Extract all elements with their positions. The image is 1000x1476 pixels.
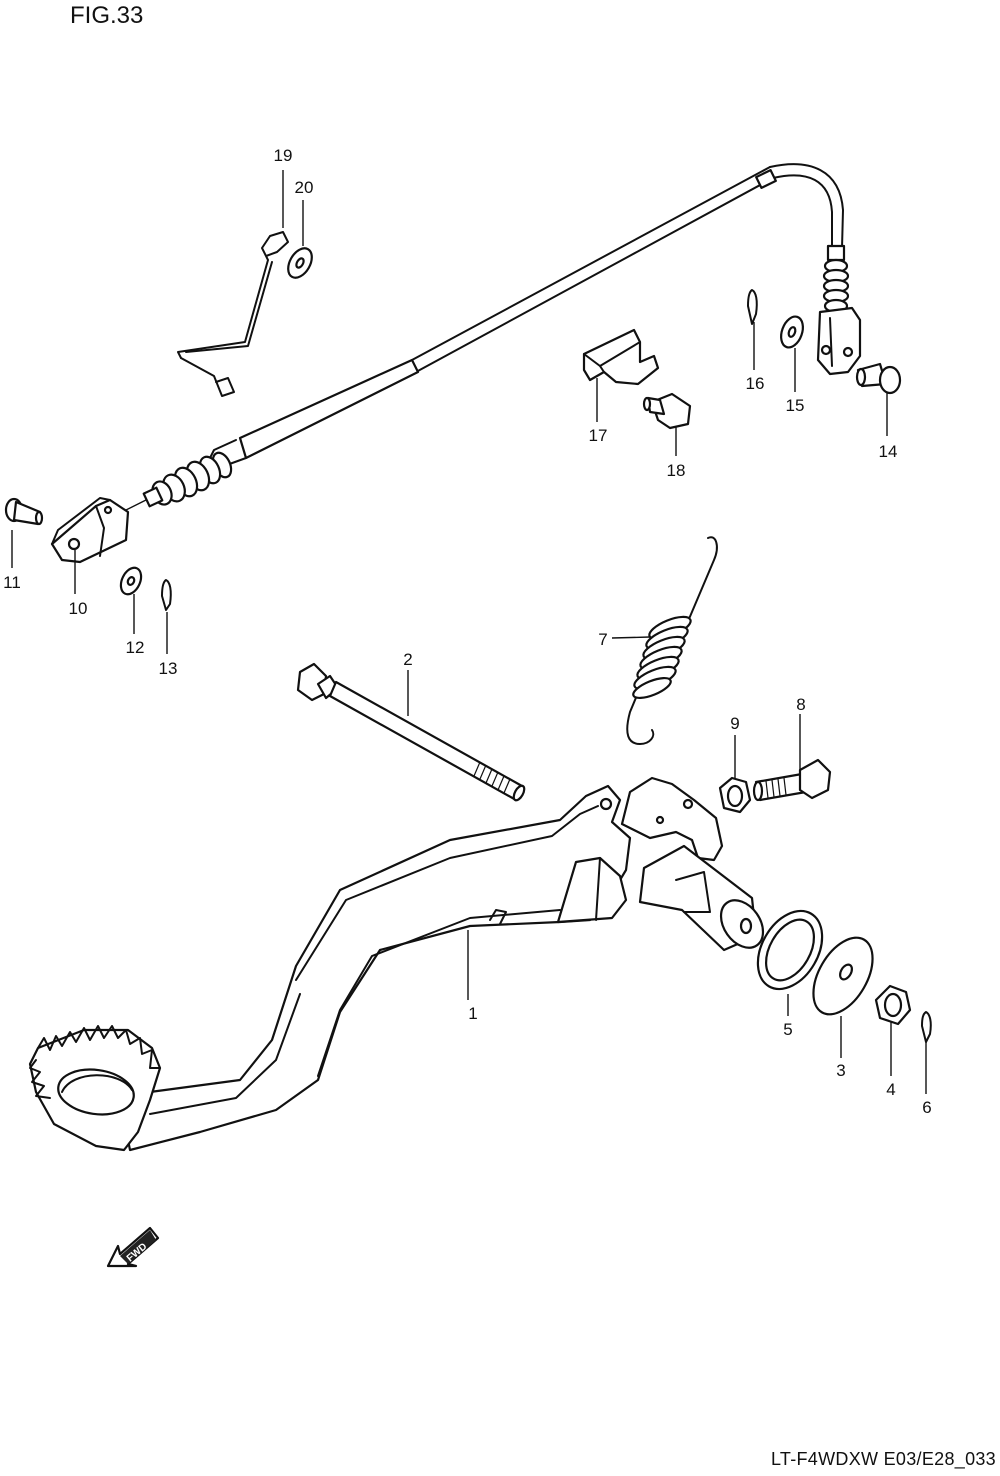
part-18-bolt xyxy=(642,392,692,430)
callout-8: 8 xyxy=(796,695,805,714)
part-6-cotter-pin xyxy=(921,1011,932,1043)
callout-11: 11 xyxy=(3,573,21,592)
callout-15: 15 xyxy=(786,396,805,415)
upper-clevis xyxy=(816,306,862,376)
part-5-o-ring xyxy=(756,909,824,991)
callout-19: 19 xyxy=(274,146,293,165)
part-1-brake-pedal xyxy=(28,776,765,1152)
fwd-arrow-icon: FWD xyxy=(106,1226,160,1268)
part-12-washer xyxy=(119,566,143,596)
figure-code: LT-F4WDXW E03/E28_033 xyxy=(770,1449,996,1469)
callout-4: 4 xyxy=(886,1080,895,1099)
part-16-cotter-pin xyxy=(747,289,758,325)
figure-title: FIG.33 xyxy=(70,2,144,29)
brake-cable xyxy=(125,163,850,511)
part-3-washer xyxy=(812,936,874,1016)
callout-14: 14 xyxy=(879,442,898,461)
callout-5: 5 xyxy=(783,1020,792,1039)
callout-3: 3 xyxy=(836,1061,845,1080)
cable-boot-lower xyxy=(142,451,233,508)
callout-16: 16 xyxy=(746,374,765,393)
part-7-spring xyxy=(626,536,718,745)
callout-10: 10 xyxy=(69,599,88,618)
callout-7: 7 xyxy=(598,630,607,649)
part-4-nut xyxy=(874,984,912,1026)
part-15-washer xyxy=(780,315,804,349)
callout-numbers: 1 2 3 4 5 6 7 8 9 10 11 12 13 14 15 16 1… xyxy=(3,146,932,1117)
callout-20: 20 xyxy=(295,178,314,197)
callout-12: 12 xyxy=(126,638,145,657)
callout-1: 1 xyxy=(468,1004,477,1023)
part-13-cotter-pin xyxy=(161,579,172,611)
part-8-bolt xyxy=(752,758,832,802)
part-2-long-bolt xyxy=(296,662,526,802)
callout-6: 6 xyxy=(922,1098,931,1117)
part-10-clevis xyxy=(50,497,130,564)
leader-lines xyxy=(11,170,927,1094)
callout-13: 13 xyxy=(159,659,178,678)
part-19-wire-clip xyxy=(177,231,289,397)
part-14-clevis-pin xyxy=(855,362,902,395)
callout-18: 18 xyxy=(667,461,686,480)
callout-2: 2 xyxy=(403,650,412,669)
part-11-clevis-pin xyxy=(4,497,44,526)
part-17-clip xyxy=(582,328,660,386)
part-20-washer xyxy=(287,247,313,279)
callout-17: 17 xyxy=(589,426,608,445)
cable-boot-upper xyxy=(822,244,850,314)
callout-9: 9 xyxy=(730,714,739,733)
part-9-nut xyxy=(718,776,752,814)
